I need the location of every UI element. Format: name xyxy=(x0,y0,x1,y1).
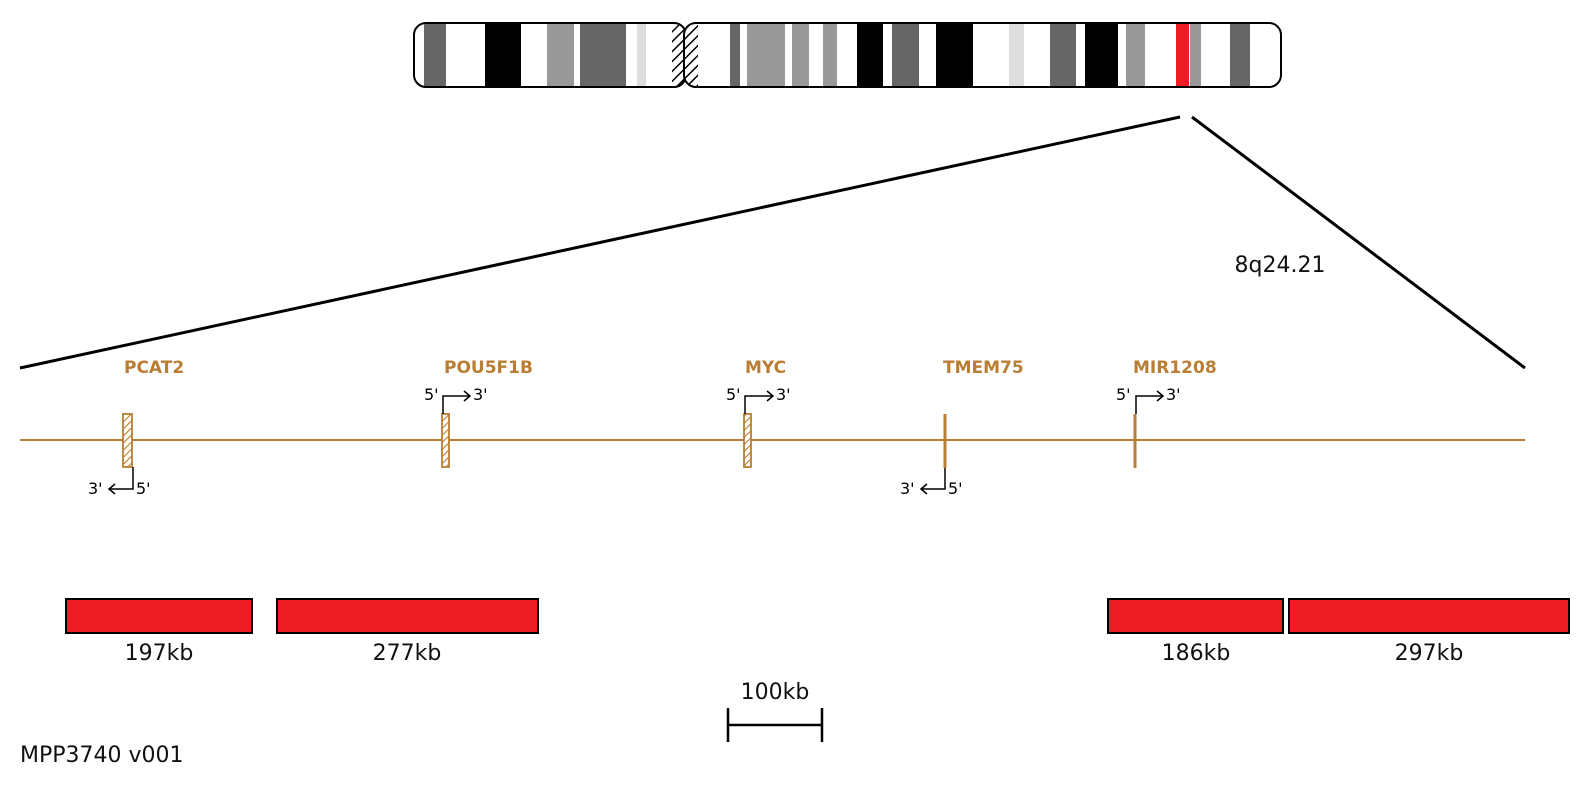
region-size-label: 197kb xyxy=(125,641,194,666)
figure-id: MPP3740 v001 xyxy=(20,743,184,768)
strand-arrow-tmem75 xyxy=(922,468,946,490)
gene-label-pou5f1b: POU5F1B xyxy=(444,358,533,378)
three-prime-label: 3' xyxy=(88,479,103,498)
gene-body-pcat2 xyxy=(122,413,133,468)
highlighted-band xyxy=(1176,23,1189,87)
three-prime-label: 3' xyxy=(900,479,915,498)
region-size-label: 297kb xyxy=(1395,641,1464,666)
gene-body-myc xyxy=(743,413,752,468)
chromosome-q-arm xyxy=(684,23,1281,87)
strand-arrow-myc xyxy=(744,395,772,414)
gene-label-myc: MYC xyxy=(745,358,786,378)
five-prime-label: 5' xyxy=(726,385,741,404)
scale-bar: 100kb xyxy=(726,680,824,742)
gene-label-mir1208: MIR1208 xyxy=(1133,358,1217,378)
arrowhead-icon xyxy=(463,390,472,402)
band-label: 8q24.21 xyxy=(1235,253,1326,278)
zoom-line-left xyxy=(19,115,1181,370)
strand-arrow-pou5f1b xyxy=(442,395,469,414)
chromosome-p-arm xyxy=(414,23,686,87)
gene-myc: MYC 5' 3' xyxy=(726,358,791,468)
q-arm-outline xyxy=(683,22,1282,88)
region-size-label: 186kb xyxy=(1162,641,1231,666)
chromosome-ideogram xyxy=(413,22,1282,88)
region-bar xyxy=(1107,598,1284,634)
strand-arrow-mir1208 xyxy=(1135,395,1162,414)
zoom-line-right xyxy=(1191,115,1526,370)
gene-tmem75: TMEM75 3' 5' xyxy=(900,358,1024,498)
gene-pcat2: PCAT2 3' 5' xyxy=(88,358,184,498)
five-prime-label: 5' xyxy=(136,479,151,498)
region-size-label: 277kb xyxy=(373,641,442,666)
gene-label-pcat2: PCAT2 xyxy=(124,358,184,378)
strand-arrow-pcat2 xyxy=(110,467,134,490)
arrowhead-icon xyxy=(766,390,775,402)
five-prime-label: 5' xyxy=(1116,385,1131,404)
arrowhead-icon xyxy=(919,483,928,495)
five-prime-label: 5' xyxy=(948,479,963,498)
arrowhead-icon xyxy=(1156,390,1165,402)
region-bars: 197kb 277kb 186kb 297kb xyxy=(65,598,1570,666)
gene-body-pou5f1b xyxy=(441,413,450,468)
arrowhead-icon xyxy=(107,483,116,495)
scale-bar-label: 100kb xyxy=(741,680,810,705)
region-bar xyxy=(65,598,253,634)
gene-pou5f1b: POU5F1B 5' 3' xyxy=(424,358,533,468)
gene-mir1208: MIR1208 5' 3' xyxy=(1116,358,1217,468)
region-bar xyxy=(276,598,539,634)
three-prime-label: 3' xyxy=(1166,385,1181,404)
three-prime-label: 3' xyxy=(776,385,791,404)
three-prime-label: 3' xyxy=(473,385,488,404)
gene-label-tmem75: TMEM75 xyxy=(943,358,1024,378)
region-bar xyxy=(1288,598,1570,634)
five-prime-label: 5' xyxy=(424,385,439,404)
